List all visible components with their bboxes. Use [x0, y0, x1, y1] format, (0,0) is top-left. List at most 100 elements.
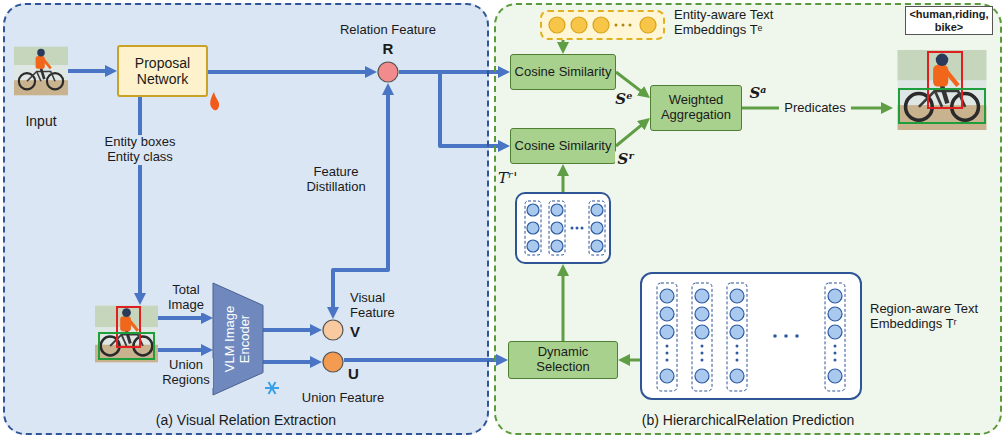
feature-symbol: V [350, 323, 380, 340]
panel-title: (b) HierarchicalRelation Prediction [496, 412, 1000, 428]
flow-arrow [68, 69, 111, 73]
feature-symbol: U [348, 365, 368, 382]
edge-label: Entity boxes Entity class [96, 135, 184, 165]
panel-fill [3, 3, 489, 435]
embedding-name: Entity-aware Text Embeddings Tᵉ [674, 8, 790, 38]
flow-arrow [562, 270, 565, 341]
encoder-label: VLM Image Encoder [223, 301, 253, 377]
edge-label: Predicates [779, 101, 851, 116]
ellipsis-dots [615, 24, 632, 27]
text-holder: Dynamic Selection [512, 345, 614, 375]
text-holder: Union Feature [288, 391, 398, 406]
box-label: Cosine Similarity [515, 139, 612, 154]
embedding-column [692, 283, 712, 391]
ellipsis-dots [571, 227, 584, 230]
process-box: Dynamic Selection [508, 341, 618, 379]
process-box: Cosine Similarity [510, 54, 616, 90]
text-holder: Weighted Aggregation [654, 93, 738, 123]
embedding-column [727, 283, 747, 391]
feature-name: Visual Feature [350, 291, 414, 321]
text-holder: Tʳ' [498, 170, 524, 187]
circle-outline [322, 351, 344, 373]
embedding-column [525, 201, 541, 255]
box-label: Proposal Network [122, 55, 203, 87]
entity-box [899, 89, 985, 123]
trainable-icon [210, 92, 219, 110]
panel-fill [494, 3, 1002, 435]
text-holder: Visual Feature [350, 291, 414, 321]
entity-embedding-dots [549, 17, 656, 33]
edge-label: Union Regions [159, 358, 213, 388]
triplet-tag: <human,riding, bike> [905, 6, 993, 35]
process-box: Cosine Similarity [510, 128, 616, 164]
feature-circle: Relation FeatureR [377, 61, 399, 83]
feature-dot [378, 62, 398, 82]
feature-name: Relation Feature [327, 23, 449, 38]
text-holder: <human,riding, bike> [905, 6, 993, 35]
text-holder: Input [4, 113, 78, 129]
feature-circle: Union FeatureU [322, 351, 344, 373]
embedding-column [825, 283, 845, 391]
embedding-column [589, 201, 605, 255]
math-symbol: Sᵃ [746, 85, 770, 102]
flow-arrow [616, 122, 645, 146]
encoder-shape [213, 283, 263, 395]
edge-label: Feature Distillation [296, 165, 376, 195]
edge-label: Sᵉ [613, 91, 635, 108]
process-box: Weighted Aggregation [650, 85, 742, 131]
text-holder: (b) HierarchicalRelation Prediction [496, 412, 1000, 428]
input-image: Input [14, 43, 68, 99]
edge-label: Total Image [161, 283, 211, 313]
flow-arrow [263, 360, 316, 364]
text-holder: Cosine Similarity [515, 65, 612, 80]
encoder-trapezoid: VLM Image Encoder [213, 283, 263, 395]
entity-box [99, 333, 154, 359]
flow-arrow [263, 328, 316, 332]
output-image: <human,riding, bike> [893, 50, 991, 130]
entity-box [928, 52, 962, 108]
edge-label: Sʳ [615, 151, 637, 168]
text-holder: Region-aware Text Embeddings Tʳ [870, 302, 996, 332]
flow-arrow [344, 358, 502, 362]
output-photo [898, 50, 987, 130]
embedding-fill [640, 272, 862, 400]
flow-arrow [158, 316, 207, 320]
embedding-fill [515, 192, 611, 264]
embedding-fill [540, 10, 665, 40]
embedding-column [657, 283, 677, 391]
frozen-icon [265, 382, 279, 394]
annotated-photo [95, 306, 158, 363]
image-caption: Input [4, 113, 78, 129]
annotated-image [95, 305, 158, 363]
flow-arrow [562, 40, 565, 48]
text-holder: Proposal Network [122, 55, 203, 87]
entity-box [117, 307, 140, 347]
flow-arrow [138, 97, 142, 299]
ellipsis-dots [773, 334, 799, 338]
embedding-column [549, 201, 565, 255]
flow-arrow [208, 70, 371, 74]
panel-title: (a) Visual Relation Extraction [5, 412, 487, 428]
feature-circle: Visual FeatureV [322, 319, 344, 341]
feature-dot [323, 352, 343, 372]
feature-name: Union Feature [288, 391, 398, 406]
text-holder: U [348, 365, 368, 382]
circle-outline [322, 319, 344, 341]
embedding-symbol: Tʳ' [498, 170, 524, 187]
flow-arrow [624, 359, 640, 362]
input-photo [14, 47, 68, 96]
embedding-group: Region-aware Text Embeddings Tʳ [640, 272, 862, 400]
text-holder: Relation Feature [327, 23, 449, 38]
box-label: Weighted Aggregation [654, 93, 738, 123]
text-holder: R [367, 40, 409, 57]
flow-arrow [562, 170, 565, 192]
text-holder: (a) Visual Relation Extraction [5, 412, 487, 428]
feature-symbol: R [367, 40, 409, 57]
process-box: Proposal Network [117, 45, 208, 97]
panel-region: InputProposal NetworkRelation FeatureRVL… [3, 3, 489, 435]
text-holder: Entity-aware Text Embeddings Tᵉ [674, 8, 790, 38]
embedding-group: Tʳ' [515, 192, 611, 264]
embedding-group: Entity-aware Text Embeddings Tᵉ [540, 10, 665, 40]
